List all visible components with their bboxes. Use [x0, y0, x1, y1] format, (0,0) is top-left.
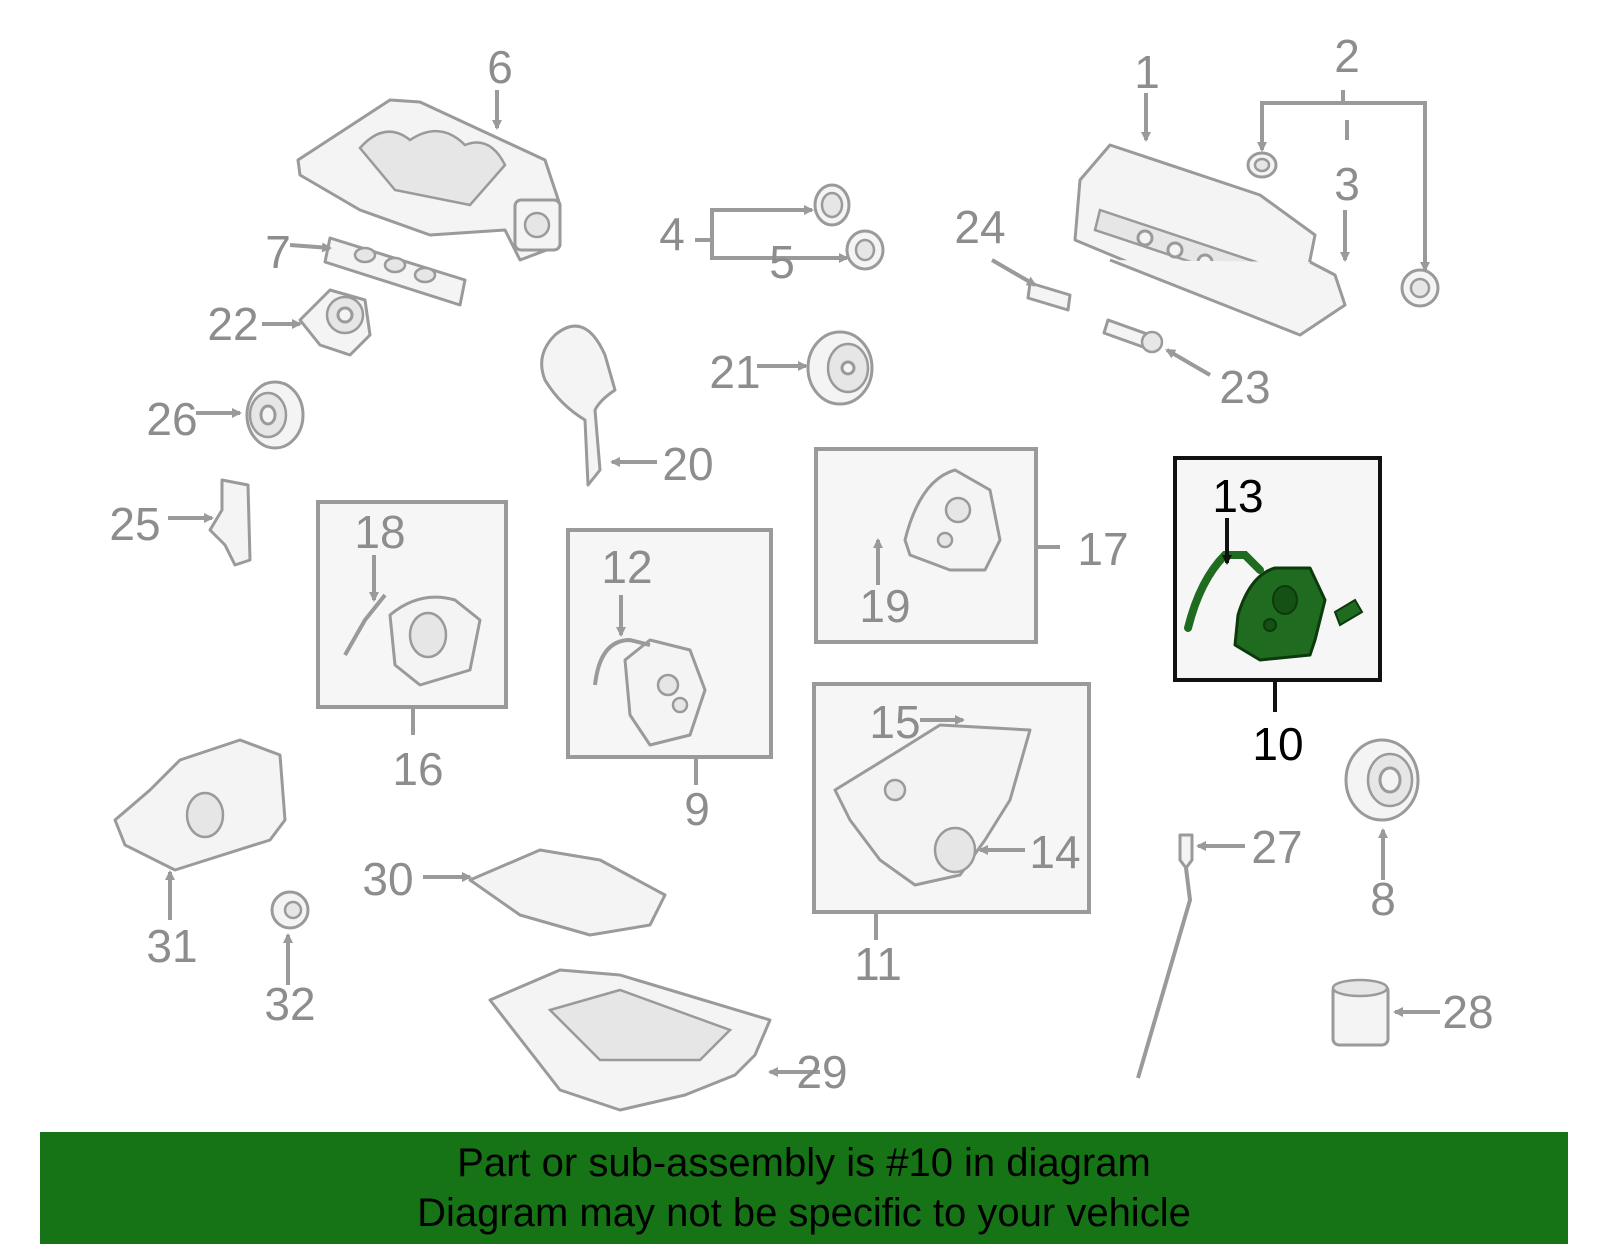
part-2-seal-a[interactable] [1246, 151, 1278, 179]
part-2-seal-b[interactable] [1400, 268, 1440, 308]
label-10[interactable]: 10 [1252, 718, 1303, 770]
label-17: 17 [1077, 523, 1128, 575]
label-26: 26 [146, 393, 197, 445]
info-banner: Part or sub-assembly is #10 in diagram D… [40, 1132, 1568, 1244]
part-16-cover[interactable] [388, 595, 482, 687]
callout-labels: 1 2 3 4 5 6 7 8 9 10 11 12 13 14 15 16 1… [109, 30, 1493, 1098]
label-29: 29 [796, 1046, 847, 1098]
label-2: 2 [1334, 30, 1360, 82]
label-27: 27 [1251, 821, 1302, 873]
part-18-gasket[interactable] [343, 593, 387, 656]
label-6: 6 [487, 41, 513, 93]
part-30-baffle[interactable] [468, 848, 667, 937]
label-18: 18 [354, 506, 405, 558]
label-23: 23 [1219, 361, 1270, 413]
part-24-plug[interactable] [1026, 281, 1072, 312]
label-20: 20 [662, 438, 713, 490]
part-32-nut[interactable] [270, 890, 310, 930]
label-1: 1 [1134, 46, 1160, 98]
label-11: 11 [854, 938, 902, 990]
part-22-tensioner[interactable] [298, 288, 372, 357]
leader-lines-highlight [1222, 518, 1277, 712]
label-15: 15 [869, 696, 920, 748]
part-7-manifold-gasket[interactable] [323, 236, 467, 307]
part-12-gasket[interactable] [593, 637, 651, 686]
leader-lines [165, 90, 1440, 1077]
part-6-intake-manifold[interactable] [296, 98, 562, 262]
label-3: 3 [1334, 158, 1360, 210]
label-7: 7 [265, 226, 291, 278]
banner-line-1: Part or sub-assembly is #10 in diagram [457, 1141, 1151, 1185]
label-21: 21 [709, 346, 760, 398]
label-25: 25 [109, 498, 160, 550]
part-26-idler-pulley[interactable] [245, 380, 305, 450]
label-14: 14 [1029, 826, 1080, 878]
label-32: 32 [264, 978, 315, 1030]
part-3-cover-gasket[interactable] [1109, 258, 1347, 337]
label-28: 28 [1442, 986, 1493, 1038]
part-31-oil-pump[interactable] [113, 738, 287, 872]
label-12: 12 [601, 541, 652, 593]
label-31: 31 [146, 920, 197, 972]
label-13[interactable]: 13 [1212, 470, 1263, 522]
part-5-seal[interactable] [845, 229, 885, 271]
label-30: 30 [362, 853, 413, 905]
part-27-dipstick[interactable] [1136, 833, 1194, 1079]
label-5: 5 [769, 236, 795, 288]
part-25-sensor[interactable] [208, 478, 252, 567]
part-23-bolt[interactable] [1102, 318, 1164, 354]
label-9: 9 [684, 783, 710, 835]
part-9-cover[interactable] [623, 638, 707, 747]
label-4: 4 [659, 208, 685, 260]
part-10-front-cover[interactable] [1233, 566, 1364, 662]
label-24: 24 [954, 201, 1005, 253]
part-8-crank-pulley[interactable] [1344, 738, 1420, 822]
part-28-oil-filter[interactable] [1331, 978, 1390, 1047]
part-4-seal[interactable] [813, 183, 851, 227]
banner-line-2: Diagram may not be specific to your vehi… [417, 1191, 1191, 1235]
label-8: 8 [1370, 873, 1396, 925]
label-16: 16 [392, 743, 443, 795]
label-22: 22 [207, 298, 258, 350]
part-17-cover[interactable] [903, 468, 1002, 572]
part-29-oil-pan[interactable] [488, 968, 772, 1112]
part-21-pulley[interactable] [806, 330, 874, 406]
label-19: 19 [859, 580, 910, 632]
part-20-timing-belt[interactable] [540, 324, 617, 487]
